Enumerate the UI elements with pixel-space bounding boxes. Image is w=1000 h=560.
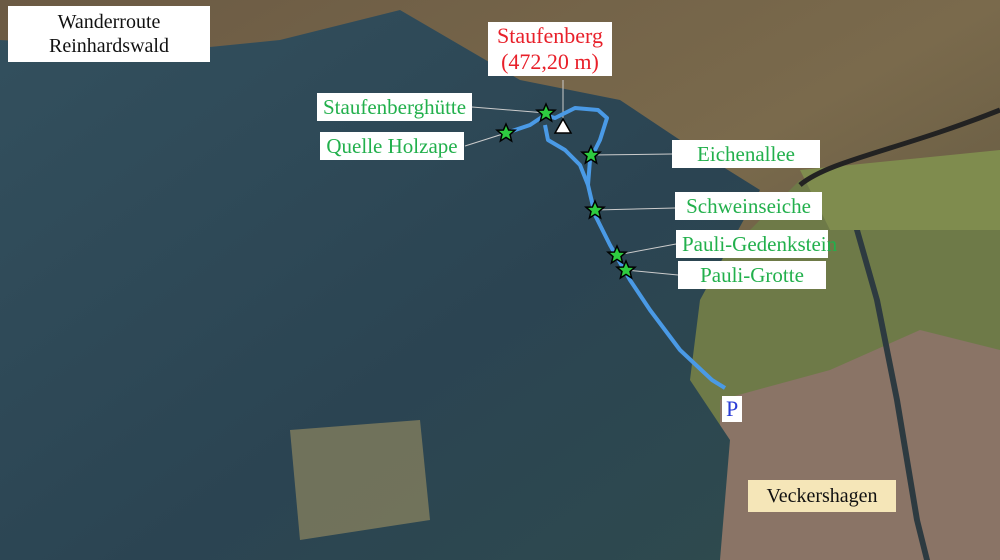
parking-label[interactable]: P [722, 396, 743, 422]
title-line2: Reinhardswald [49, 35, 169, 57]
star-icon[interactable] [606, 244, 628, 265]
waypoint-stars [495, 102, 637, 280]
summit-label[interactable]: Staufenberg (472,20 m) [488, 22, 612, 76]
waypoint-label-schweinseiche[interactable]: Schweinseiche [675, 192, 822, 220]
star-icon[interactable] [535, 102, 557, 123]
river [854, 230, 930, 560]
waypoint-label-pauli-gedenkstein[interactable]: Pauli-Gedenkstein [676, 230, 837, 258]
town-label[interactable]: Veckershagen [748, 480, 896, 512]
star-icon[interactable] [584, 199, 606, 220]
forest-area [0, 10, 760, 560]
star-icon[interactable] [615, 259, 637, 280]
summit-elevation: (472,20 m) [501, 49, 599, 74]
waypoint-label-quelle-holzape[interactable]: Quelle Holzape [320, 132, 464, 160]
waypoint-label-pauli-grotte[interactable]: Pauli-Grotte [678, 261, 826, 289]
waypoint-label-staufenberghuette[interactable]: Staufenberghütte [317, 93, 473, 121]
map-title: Wanderroute Reinhardswald [8, 6, 210, 62]
clearing [290, 420, 430, 540]
leader-lines [464, 80, 679, 276]
fields-patch [800, 150, 1000, 230]
star-icon[interactable] [580, 144, 602, 165]
title-line1: Wanderroute [57, 11, 161, 33]
summit-name: Staufenberg [497, 23, 603, 48]
star-icon[interactable] [495, 122, 517, 143]
summit-triangle-icon[interactable] [553, 117, 573, 134]
road [798, 107, 1000, 187]
waypoint-label-eichenallee[interactable]: Eichenallee [672, 140, 820, 168]
